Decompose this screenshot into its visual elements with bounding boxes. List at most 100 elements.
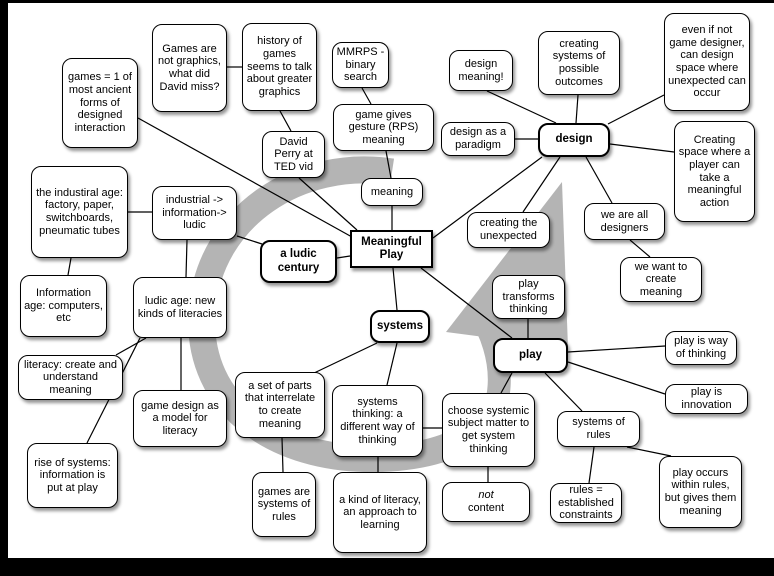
node-david-perry[interactable]: David Perry at TED vid bbox=[262, 131, 325, 178]
edge-systems-setofparts bbox=[311, 342, 378, 375]
edge-creatingspace-design bbox=[609, 143, 675, 153]
node-rise-systems[interactable]: rise of systems: information is put at p… bbox=[27, 443, 118, 508]
node-creating-systems[interactable]: creating systems of possible outcomes bbox=[538, 31, 620, 95]
edge-gesture-meaning bbox=[385, 150, 392, 179]
node-even-if-not[interactable]: even if not game designer, can design sp… bbox=[664, 13, 750, 111]
node-play-innovation[interactable]: play is innovation bbox=[665, 384, 748, 414]
node-label-rest: content bbox=[467, 502, 505, 514]
node-label: history of games seems to talk about gre… bbox=[246, 35, 313, 98]
edge-rules-established bbox=[588, 446, 595, 484]
edge-industrialage-informationage bbox=[67, 257, 72, 276]
node-label: play is way of thinking bbox=[674, 335, 728, 360]
node-label: creating systems of possible outcomes bbox=[552, 37, 606, 88]
edge-mp-ludiccentury bbox=[336, 255, 351, 259]
edge-mmrps-gesture bbox=[361, 87, 372, 105]
node-label: systems bbox=[376, 319, 424, 332]
node-label: the industiral age: factory, paper, swit… bbox=[36, 186, 123, 237]
node-label: rules = established constraints bbox=[558, 484, 614, 522]
edge-mp-play bbox=[420, 267, 513, 339]
node-creating-space[interactable]: Creating space where a player can take a… bbox=[674, 121, 755, 222]
node-systems-thinking[interactable]: systems thinking: a different way of thi… bbox=[332, 385, 423, 457]
node-label: not content bbox=[468, 489, 504, 514]
node-kind-literacy[interactable]: a kind of literacy, an approach to learn… bbox=[333, 472, 427, 553]
node-literacy-create[interactable]: literacy: create and understand meaning bbox=[18, 355, 123, 400]
cycle-arrowhead bbox=[446, 182, 568, 348]
node-not-content[interactable]: not content bbox=[442, 482, 530, 522]
edge-history-davidperry bbox=[279, 110, 292, 132]
node-label: game design as a model for literacy bbox=[141, 399, 219, 437]
node-set-of-parts[interactable]: a set of parts that interrelate to creat… bbox=[235, 372, 325, 438]
node-label: design meaning! bbox=[458, 57, 504, 83]
edge-designmeaning-design bbox=[486, 90, 557, 124]
node-label: Information age: computers, etc bbox=[24, 287, 103, 325]
edge-play-innovation bbox=[567, 361, 666, 395]
node-label: rise of systems: information is put at p… bbox=[34, 456, 111, 494]
edge-play-choosesystemic bbox=[500, 372, 513, 394]
node-we-want-create[interactable]: we want to create meaning bbox=[620, 257, 702, 302]
edge-weare-wewant bbox=[629, 239, 651, 258]
node-label: choose systemic subject matter to get sy… bbox=[447, 404, 530, 455]
node-ludic-age[interactable]: ludic age: new kinds of literacies bbox=[133, 277, 227, 338]
node-play-occurs[interactable]: play occurs within rules, but gives them… bbox=[659, 456, 742, 528]
node-design-paradigm[interactable]: design as a paradigm bbox=[441, 122, 515, 156]
node-label: games are systems of rules bbox=[257, 485, 311, 523]
edge-mp-systems bbox=[392, 267, 398, 311]
node-game-design-model[interactable]: game design as a model for literacy bbox=[133, 390, 227, 447]
edge-setofparts-gamesrules bbox=[281, 437, 284, 473]
node-label: games = 1 of most ancient forms of desig… bbox=[68, 71, 132, 134]
node-ludic-century-hub[interactable]: a ludic century bbox=[260, 240, 337, 283]
node-label: we are all designers bbox=[600, 208, 649, 234]
node-label: we want to create meaning bbox=[634, 260, 688, 298]
edge-systems-systemsthinking bbox=[386, 342, 398, 386]
node-label: David Perry at TED vid bbox=[273, 135, 314, 173]
node-label: play is innovation bbox=[681, 386, 732, 411]
node-label: creating the unexpected bbox=[479, 217, 538, 242]
edge-industrialinfo-ludicage bbox=[185, 239, 188, 278]
node-design-hub[interactable]: design bbox=[538, 123, 610, 157]
node-game-gesture[interactable]: game gives gesture (RPS) meaning bbox=[333, 104, 434, 151]
edge-creatingsystems-design bbox=[575, 94, 579, 124]
edge-davidperry-mp bbox=[298, 177, 358, 231]
node-label-italic: not bbox=[478, 489, 494, 502]
node-mmrps[interactable]: MMRPS - binary search bbox=[332, 42, 389, 88]
node-label: literacy: create and understand meaning bbox=[24, 358, 117, 396]
edge-design-wearealldesigners bbox=[585, 156, 613, 204]
node-information-age[interactable]: Information age: computers, etc bbox=[20, 275, 107, 337]
node-rules-established[interactable]: rules = established constraints bbox=[550, 483, 622, 523]
node-design-meaning[interactable]: design meaning! bbox=[449, 50, 513, 91]
node-choose-systemic[interactable]: choose systemic subject matter to get sy… bbox=[442, 393, 535, 467]
node-label: Games are not graphics, what did David m… bbox=[158, 42, 221, 93]
connector-lines bbox=[67, 66, 675, 484]
edge-rules-playoccurs bbox=[626, 446, 672, 457]
node-games-not-graphics[interactable]: Games are not graphics, what did David m… bbox=[152, 24, 227, 112]
node-systems-of-rules[interactable]: systems of rules bbox=[557, 411, 640, 447]
node-games-ancient[interactable]: games = 1 of most ancient forms of desig… bbox=[62, 58, 138, 148]
node-label: design bbox=[555, 133, 593, 146]
node-systems-hub[interactable]: systems bbox=[370, 310, 430, 343]
node-label: Creating space where a player can take a… bbox=[678, 133, 751, 209]
node-industrial-age[interactable]: the industiral age: factory, paper, swit… bbox=[31, 166, 128, 258]
node-label: industrial -> information-> ludic bbox=[162, 194, 227, 232]
node-industrial-info-ludic[interactable]: industrial -> information-> ludic bbox=[152, 186, 237, 240]
node-label: a ludic century bbox=[277, 248, 320, 274]
node-we-are-designers[interactable]: we are all designers bbox=[584, 203, 665, 240]
node-creating-unexpected[interactable]: creating the unexpected bbox=[467, 212, 550, 248]
node-play-way-thinking[interactable]: play is way of thinking bbox=[665, 331, 737, 365]
node-label: play transforms thinking bbox=[502, 278, 555, 316]
edge-ludicage-literacy bbox=[115, 337, 147, 356]
node-label: play bbox=[518, 348, 542, 361]
edge-design-unexpected bbox=[522, 156, 561, 213]
node-play-hub[interactable]: play bbox=[493, 338, 568, 373]
node-play-transforms[interactable]: play transforms thinking bbox=[492, 275, 565, 319]
node-label: Meaningful Play bbox=[361, 235, 422, 261]
edge-evenifnot-design bbox=[607, 94, 665, 125]
node-meaningful-play-central[interactable]: Meaningful Play bbox=[350, 230, 433, 268]
node-games-systems-rules[interactable]: games are systems of rules bbox=[252, 472, 316, 537]
node-history-games[interactable]: history of games seems to talk about gre… bbox=[242, 23, 317, 111]
node-label: even if not game designer, can design sp… bbox=[668, 24, 746, 100]
edge-play-systemsofrules bbox=[544, 372, 583, 412]
node-meaning[interactable]: meaning bbox=[361, 178, 423, 206]
node-label: systems thinking: a different way of thi… bbox=[340, 395, 415, 446]
edge-design-mp bbox=[432, 156, 543, 239]
